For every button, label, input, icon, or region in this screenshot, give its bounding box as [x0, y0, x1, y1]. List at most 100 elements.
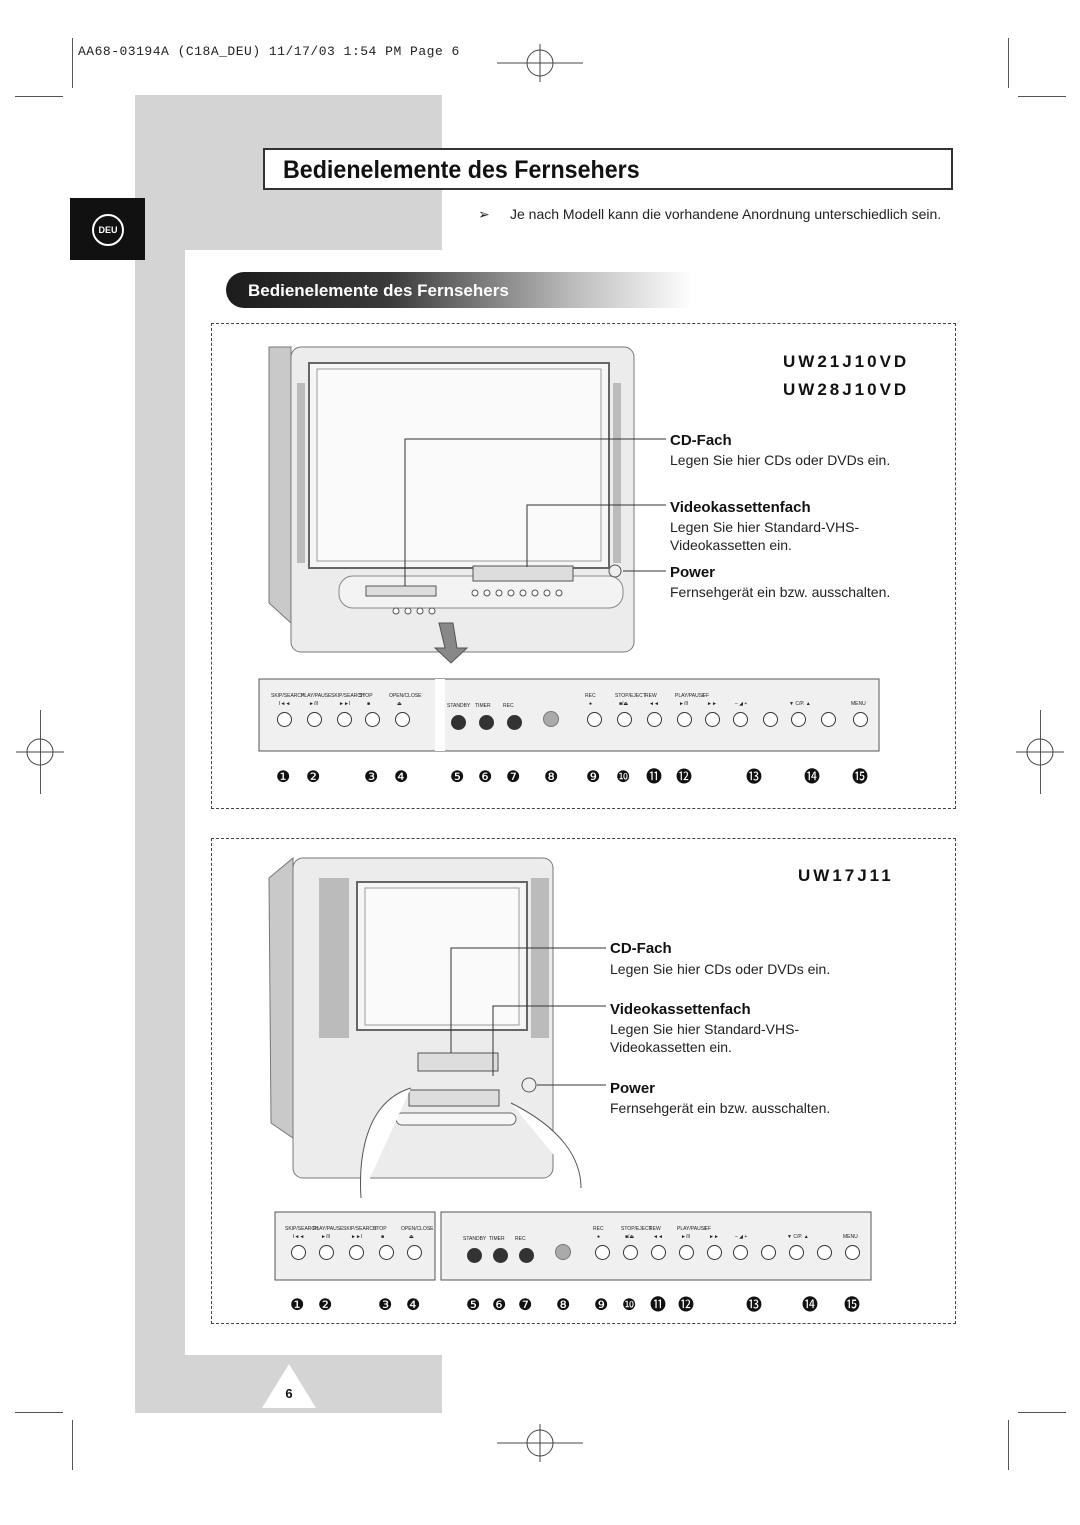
callout-number: ❼: [518, 1297, 533, 1314]
callout-number: ❹: [406, 1297, 421, 1314]
button-label: OPEN/CLOSE: [389, 693, 422, 699]
button-symbol: ►►I: [339, 701, 351, 707]
control-button-stop-eject[interactable]: [623, 1245, 638, 1260]
button-label: SKIP/SEARCH: [271, 693, 305, 699]
callout-number: ❸: [378, 1297, 393, 1314]
callout-number: ❾: [586, 769, 601, 786]
note-text: Je nach Modell kann die vorhandene Anord…: [510, 206, 942, 222]
button-label: PLAY/PAUSE: [677, 1226, 708, 1232]
channel-button[interactable]: [791, 712, 806, 727]
menu-label: MENU: [851, 701, 866, 707]
control-button-open-close[interactable]: [407, 1245, 422, 1260]
control-button-skip-search[interactable]: [337, 712, 352, 727]
button-symbol: ►►: [707, 701, 717, 707]
tv-illustration-uw21: [258, 346, 880, 752]
control-button-play-pause[interactable]: [677, 712, 692, 727]
control-button-stop-eject[interactable]: [617, 712, 632, 727]
volume-button[interactable]: [733, 1245, 748, 1260]
callout-number: ❽: [544, 769, 559, 786]
print-header: AA68-03194A (C18A_DEU) 11/17/03 1:54 PM …: [78, 44, 460, 59]
control-button-open-close[interactable]: [395, 712, 410, 727]
channel-button[interactable]: [817, 1245, 832, 1260]
power-button[interactable]: [543, 711, 559, 727]
callout-number: ⓭: [746, 769, 763, 786]
callout-number: ⓮: [802, 1297, 819, 1314]
volume-button[interactable]: [763, 712, 778, 727]
volume-button[interactable]: [733, 712, 748, 727]
control-button-rew[interactable]: [647, 712, 662, 727]
control-button-rec[interactable]: [507, 715, 522, 730]
control-button-ff[interactable]: [707, 1245, 722, 1260]
button-label: STANDBY: [447, 703, 471, 709]
button-label: REC: [593, 1226, 604, 1232]
control-button-play-pause[interactable]: [679, 1245, 694, 1260]
button-label: SKIP/SEARCH: [331, 693, 365, 699]
control-button-skip-search[interactable]: [349, 1245, 364, 1260]
callout-number: ❺: [450, 769, 465, 786]
menu-button[interactable]: [845, 1245, 860, 1260]
button-label: PLAY/PAUSE: [301, 693, 332, 699]
arrow-right-icon: ➢: [478, 206, 490, 222]
channel-button[interactable]: [789, 1245, 804, 1260]
button-label: SKIP/SEARCH: [343, 1226, 377, 1232]
callout-number: ❹: [394, 769, 409, 786]
button-label: REC: [515, 1236, 526, 1242]
channel-button[interactable]: [821, 712, 836, 727]
button-symbol: ■: [381, 1234, 385, 1240]
section-heading-label: Bedienelemente des Fernsehers: [248, 281, 509, 300]
control-button-play-pause[interactable]: [319, 1245, 334, 1260]
callout-number: ❾: [594, 1297, 609, 1314]
control-button-standby[interactable]: [467, 1248, 482, 1263]
button-symbol: ►/II: [321, 1234, 331, 1240]
callout-text-video-tray: Legen Sie hier Standard-VHS- Videokasset…: [610, 1021, 800, 1055]
channel-label: ▼ C/P. ▲: [787, 1234, 809, 1240]
page-title: Bedienelemente des Fernsehers: [283, 156, 640, 184]
button-label: REW: [649, 1226, 661, 1232]
button-label: REW: [645, 693, 657, 699]
callout-text-power: Fernsehgerät ein bzw. ausschalten.: [670, 584, 891, 600]
tv-illustration-uw17: [268, 856, 872, 1281]
callout-number: ❿: [616, 769, 631, 786]
volume-label: – ◢ +: [735, 1234, 748, 1240]
button-label: STOP/EJECT: [621, 1226, 652, 1232]
menu-label: MENU: [843, 1234, 858, 1240]
button-symbol: ►►: [709, 1234, 719, 1240]
button-symbol: ►/II: [309, 701, 319, 707]
callout-title-video-tray: Videokassettenfach: [610, 1001, 751, 1018]
control-button-rec[interactable]: [595, 1245, 610, 1260]
button-label: STOP: [359, 693, 373, 699]
callout-number: ❷: [318, 1297, 333, 1314]
callout-number: ⓬: [678, 1297, 695, 1314]
control-button-rec[interactable]: [587, 712, 602, 727]
button-label: REC: [503, 703, 514, 709]
control-button-stop[interactable]: [379, 1245, 394, 1260]
button-label: FF: [703, 693, 710, 699]
control-button-skip-search[interactable]: [277, 712, 292, 727]
control-button-timer[interactable]: [493, 1248, 508, 1263]
button-symbol: ■/⏏: [619, 701, 629, 707]
control-button-rec[interactable]: [519, 1248, 534, 1263]
control-button-rew[interactable]: [651, 1245, 666, 1260]
button-symbol: ►/II: [681, 1234, 691, 1240]
control-button-standby[interactable]: [451, 715, 466, 730]
control-button-play-pause[interactable]: [307, 712, 322, 727]
page-triangle-icon: [262, 1364, 316, 1408]
button-label: STANDBY: [463, 1236, 487, 1242]
menu-button[interactable]: [853, 712, 868, 727]
volume-button[interactable]: [761, 1245, 776, 1260]
callout-title-cd-tray: CD-Fach: [610, 940, 672, 957]
control-button-skip-search[interactable]: [291, 1245, 306, 1260]
control-button-ff[interactable]: [705, 712, 720, 727]
page-number-marker: 6: [260, 1362, 318, 1410]
language-badge: DEU: [92, 214, 124, 246]
control-button-timer[interactable]: [479, 715, 494, 730]
control-button-stop[interactable]: [365, 712, 380, 727]
button-symbol: ⏏: [409, 1234, 414, 1240]
power-button[interactable]: [555, 1244, 571, 1260]
model-number: UW28J10VD: [783, 380, 910, 399]
button-label: TIMER: [489, 1236, 505, 1242]
button-symbol: ■/⏏: [625, 1234, 635, 1240]
